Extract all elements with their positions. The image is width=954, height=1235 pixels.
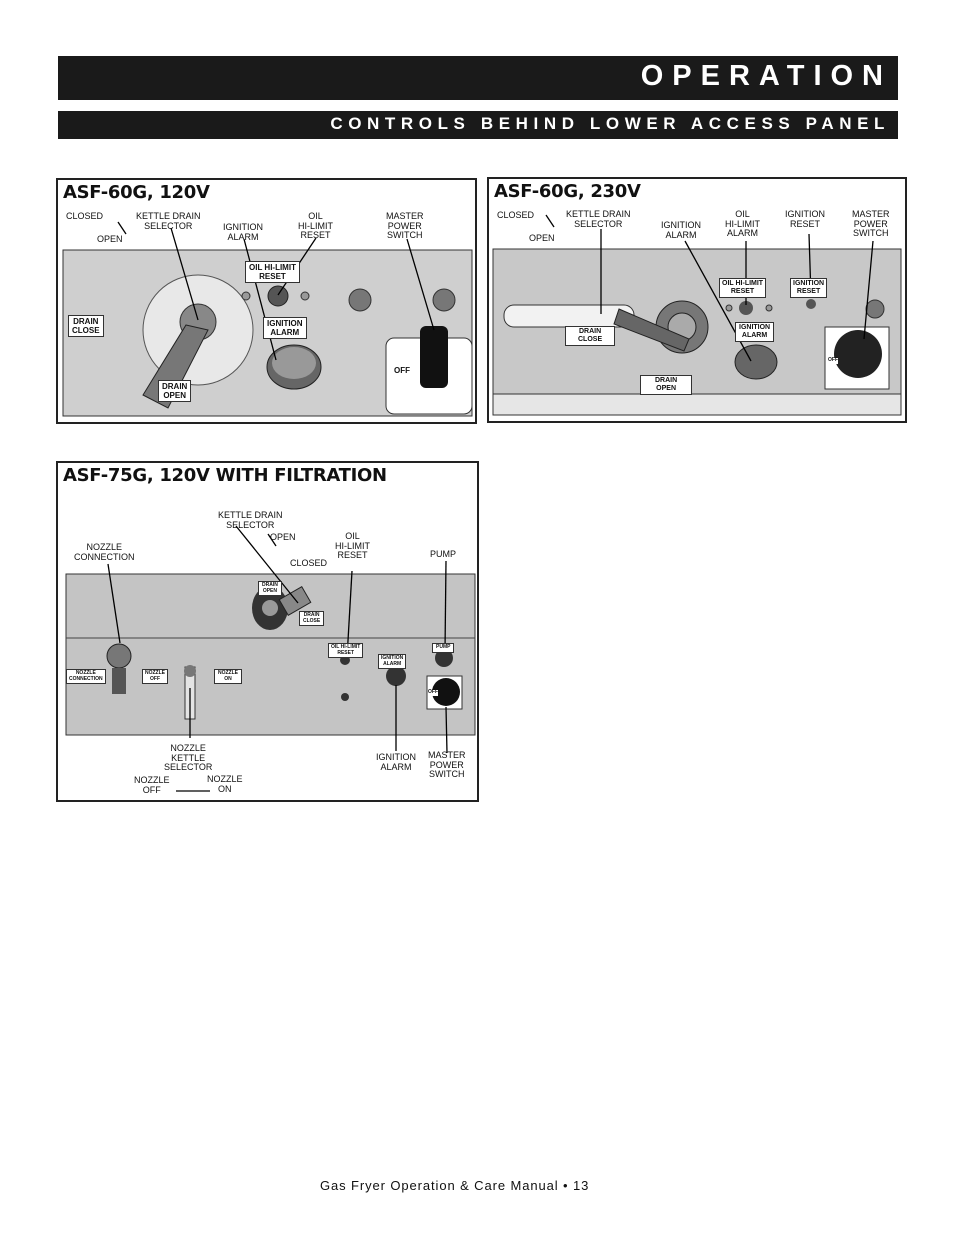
panel-asf60g-230v: ASF-60G, 230V CLOSED OPEN KETTLE DRAIN S… (487, 177, 907, 423)
tag-ignition-alarm: IGNITION ALARM (378, 654, 407, 669)
tag-off: OFF (828, 357, 838, 364)
tag-pump: PUMP (432, 643, 455, 653)
panel-title: ASF-75G, 120V WITH FILTRATION (63, 465, 387, 486)
callout-nozzle-off: NOZZLE OFF (134, 775, 170, 795)
callout-closed: CLOSED (497, 210, 535, 220)
callout-ignition-alarm: IGNITION ALARM (376, 752, 416, 772)
tag-oil-hi-limit-reset: OIL HI-LIMIT RESET (245, 261, 300, 283)
tag-nozzle-on: NOZZLE ON (214, 669, 242, 684)
callout-master-power-switch: MASTER POWER SWITCH (386, 211, 424, 240)
page-subtitle: CONTROLS BEHIND LOWER ACCESS PANEL (330, 114, 890, 133)
tag-drain-close: DRAIN CLOSE (299, 611, 325, 626)
page-title: OPERATION (640, 60, 892, 92)
callout-nozzle-kettle-selector: NOZZLE KETTLE SELECTOR (164, 743, 213, 772)
callout-kettle-drain-selector: KETTLE DRAIN SELECTOR (566, 209, 631, 229)
tag-oil-hi-limit-reset: OIL HI-LIMIT RESET (719, 278, 767, 298)
callout-master-power-switch: MASTER POWER SWITCH (852, 209, 890, 238)
subsection-banner: CONTROLS BEHIND LOWER ACCESS PANEL (58, 111, 898, 139)
tag-drain-open: DRAIN OPEN (640, 375, 693, 395)
panel-title: ASF-60G, 230V (494, 181, 641, 202)
callout-closed: CLOSED (290, 558, 328, 568)
callout-master-power-switch: MASTER POWER SWITCH (428, 750, 466, 779)
tag-drain-open: DRAIN OPEN (258, 581, 282, 596)
callout-oil-hi-limit-reset: OIL HI-LIMIT RESET (335, 531, 370, 560)
callout-nozzle-connection: NOZZLE CONNECTION (74, 542, 135, 562)
callout-kettle-drain-selector: KETTLE DRAIN SELECTOR (218, 510, 283, 530)
callout-closed: CLOSED (66, 211, 104, 221)
callout-ignition-reset: IGNITION RESET (785, 209, 825, 229)
callout-kettle-drain-selector: KETTLE DRAIN SELECTOR (136, 211, 201, 231)
callout-ignition-alarm: IGNITION ALARM (223, 222, 263, 242)
tag-oil-hi-limit-reset: OIL HI-LIMIT RESET (328, 643, 364, 658)
callout-open: OPEN (529, 233, 555, 243)
callout-pump: PUMP (430, 549, 457, 559)
tag-nozzle-off: NOZZLE OFF (142, 669, 168, 684)
callout-open: OPEN (270, 532, 296, 542)
tag-drain-open: DRAIN OPEN (158, 380, 192, 402)
tag-drain-close: DRAIN CLOSE (565, 326, 616, 346)
callout-nozzle-on: NOZZLE ON (207, 774, 243, 794)
callout-oil-hi-limit-alarm: OIL HI-LIMIT ALARM (725, 209, 760, 238)
panel-asf75g-120v-filtration: ASF-75G, 120V WITH FILTRATION KETTLE DRA… (56, 461, 479, 802)
section-banner: OPERATION (58, 56, 898, 100)
control-panel-photo (65, 525, 476, 792)
control-panel-photo (492, 214, 902, 416)
callout-ignition-alarm: IGNITION ALARM (661, 220, 701, 240)
tag-nozzle-connection: NOZZLE CONNECTION (66, 669, 106, 684)
panel-title: ASF-60G, 120V (63, 182, 210, 203)
callout-oil-hi-limit-reset: OIL HI-LIMIT RESET (298, 211, 333, 240)
tag-ignition-alarm: IGNITION ALARM (263, 317, 307, 339)
tag-ignition-alarm: IGNITION ALARM (735, 322, 775, 342)
callout-open: OPEN (97, 234, 123, 244)
panel-asf60g-120v: ASF-60G, 120V CLOSED OPEN KETTLE DRAIN S… (56, 178, 477, 424)
tag-off: OFF (394, 366, 410, 375)
tag-drain-close: DRAIN CLOSE (68, 315, 104, 337)
tag-off: OFF (428, 689, 438, 696)
page-footer: Gas Fryer Operation & Care Manual • 13 (320, 1178, 590, 1193)
tag-ignition-reset: IGNITION RESET (790, 278, 828, 298)
